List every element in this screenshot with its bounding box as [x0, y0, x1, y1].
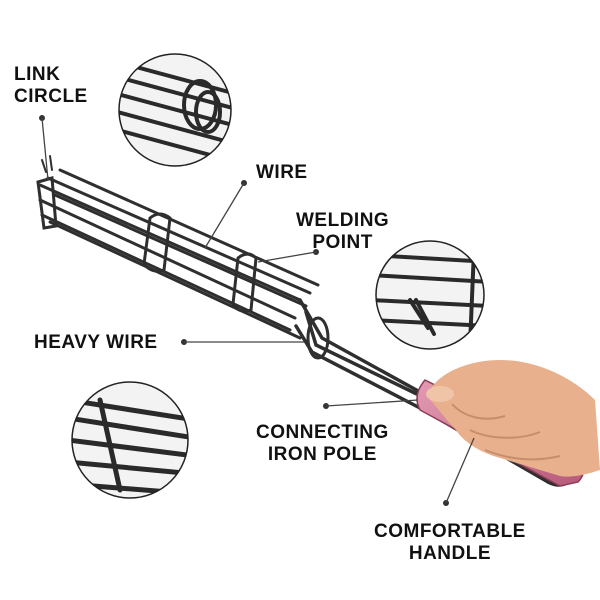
label-line: WELDING [296, 210, 390, 231]
label-line: IRON POLE [267, 444, 377, 465]
label-line: HANDLE [408, 543, 492, 564]
label-line: CIRCLE [14, 86, 88, 107]
label-line: HEAVY WIRE [34, 332, 158, 353]
label-welding-point: WELDING POINT [296, 210, 389, 254]
label-wire: WIRE [256, 162, 308, 184]
hand [426, 360, 600, 477]
label-comfortable-handle: COMFORTABLE HANDLE [374, 521, 526, 565]
label-line: LINK [14, 64, 61, 85]
zoom-circle-welding [376, 241, 484, 349]
zoom-circle-link [119, 54, 231, 166]
label-link-circle: LINK CIRCLE [14, 64, 88, 108]
label-connecting-iron-pole: CONNECTING IRON POLE [256, 422, 389, 466]
zoom-circle-heavy-wire [72, 382, 188, 498]
label-line: POINT [312, 232, 373, 253]
label-heavy-wire: HEAVY WIRE [34, 332, 158, 354]
label-line: CONNECTING [256, 422, 389, 443]
leader-lines [39, 115, 475, 506]
label-line: WIRE [256, 162, 308, 183]
label-line: COMFORTABLE [374, 521, 526, 542]
